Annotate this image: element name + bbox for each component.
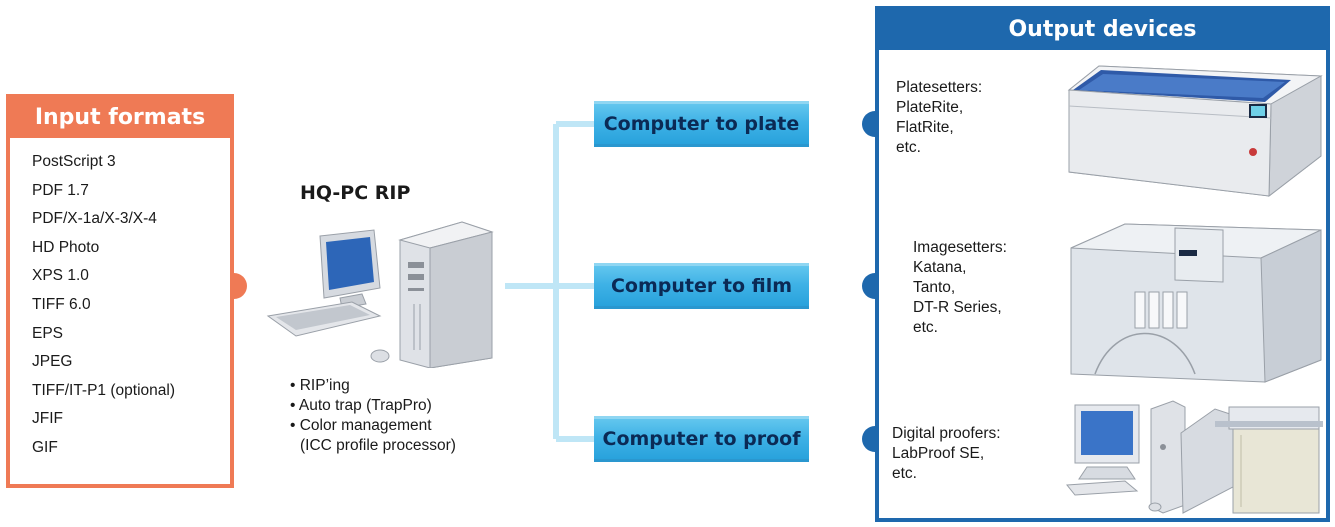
list-item: TIFF/IT-P1 (optional)	[32, 381, 175, 399]
computer-to-proof-box: Computer to proof	[594, 416, 809, 462]
list-item: XPS 1.0	[32, 267, 89, 285]
list-item: • Color management	[290, 417, 432, 434]
device-line: Digital proofers:	[892, 425, 1001, 442]
output-devices-title: Output devices	[879, 10, 1326, 50]
list-item: HD Photo	[32, 238, 100, 256]
list-item: GIF	[32, 438, 58, 456]
list-item: (ICC profile processor)	[300, 437, 456, 454]
device-line: LabProof SE,	[892, 445, 985, 462]
list-item: PDF 1.7	[32, 181, 89, 199]
output-devices-panel: Output devices Platesetters: PlateRite, …	[875, 6, 1330, 522]
device-line: Katana,	[913, 259, 967, 276]
rip-title: HQ-PC RIP	[300, 182, 411, 204]
list-item: • Auto trap (TrapPro)	[290, 397, 432, 414]
device-line: etc.	[892, 465, 917, 482]
computer-to-plate-box: Computer to plate	[594, 101, 809, 147]
digital-proofer-illustration	[1066, 400, 1323, 514]
rip-features-list: • RIP’ing • Auto trap (TrapPro) • Color …	[290, 376, 456, 456]
computer-to-film-box: Computer to film	[594, 263, 809, 309]
list-item: PDF/X-1a/X-3/X-4	[32, 210, 157, 228]
device-line: DT-R Series,	[913, 299, 1002, 316]
imagesetters-label: Imagesetters: Katana, Tanto, DT-R Series…	[913, 238, 1007, 338]
platesetter-illustration	[1067, 65, 1323, 198]
imagesetter-illustration	[1070, 223, 1322, 383]
device-line: Tanto,	[913, 279, 956, 296]
device-line: FlatRite,	[896, 119, 954, 136]
input-formats-title: Input formats	[10, 98, 230, 138]
device-line: Imagesetters:	[913, 239, 1007, 256]
device-line: etc.	[896, 139, 921, 156]
list-item: • RIP’ing	[290, 377, 350, 394]
device-line: PlateRite,	[896, 99, 964, 116]
digital-proofers-label: Digital proofers: LabProof SE, etc.	[892, 424, 1001, 484]
list-item: TIFF 6.0	[32, 295, 91, 313]
device-line: etc.	[913, 319, 938, 336]
platesetters-label: Platesetters: PlateRite, FlatRite, etc.	[896, 78, 982, 158]
list-item: PostScript 3	[32, 153, 116, 170]
pc-workstation-illustration	[266, 221, 494, 368]
device-line: Platesetters:	[896, 79, 983, 96]
input-formats-panel: Input formats PostScript 3 PDF 1.7 PDF/X…	[6, 94, 234, 488]
list-item: EPS	[32, 324, 64, 342]
input-formats-list: PostScript 3 PDF 1.7 PDF/X-1a/X-3/X-4 HD…	[32, 148, 175, 463]
list-item: JFIF	[32, 410, 63, 428]
list-item: JPEG	[32, 353, 73, 371]
